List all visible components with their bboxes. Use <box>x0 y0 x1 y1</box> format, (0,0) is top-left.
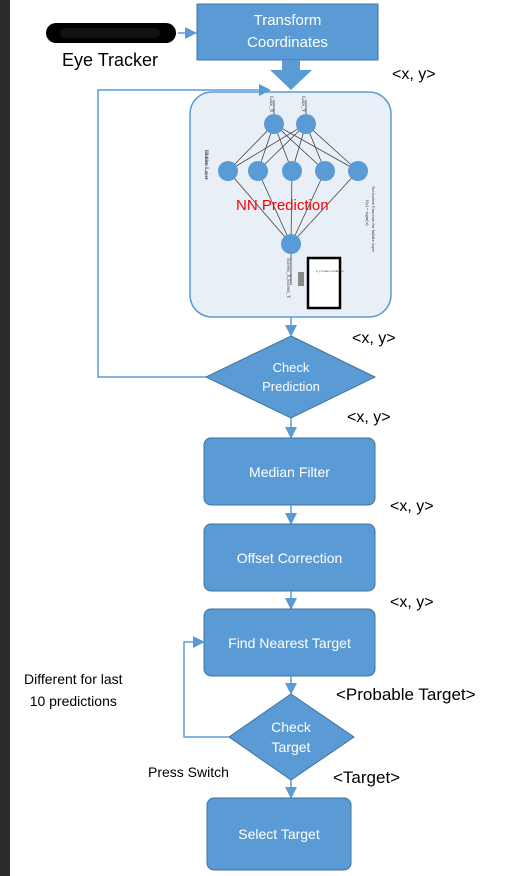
different-label: Different for last 10 predictions <box>24 668 123 712</box>
nn-nodes <box>218 114 368 254</box>
offset-correction-text: Offset Correction <box>236 549 343 566</box>
check-target-text: Check Target <box>246 716 336 758</box>
offset-correction-box <box>203 523 376 592</box>
median-filter-text: Median Filter <box>249 463 330 480</box>
xy-label-2: <x, y> <box>352 330 396 347</box>
input-node <box>264 114 284 134</box>
eye-tracker-icon <box>46 23 176 43</box>
check-prediction-line1: Check <box>272 360 310 375</box>
probable-target-label: <Probable Target> <box>336 685 476 704</box>
activation-label: Activation Function for hidden layer <box>371 186 376 252</box>
different-line1: Different for last <box>24 671 123 687</box>
find-nearest-target-text: Find Nearest Target <box>228 634 351 651</box>
transform-line1: Transform <box>253 12 322 29</box>
xy-label-3: <x, y> <box>347 409 391 426</box>
feedback-loop-prediction <box>97 84 271 378</box>
different-line2: 10 predictions <box>29 693 117 709</box>
hidden-node <box>348 161 368 181</box>
xy-label-5: <x, y> <box>390 594 434 611</box>
select-target-text: Select Target <box>238 826 320 842</box>
xy-label-4: <x, y> <box>390 498 434 515</box>
transform-line2: Coordinates <box>247 34 328 51</box>
block-arrow-down <box>270 60 312 90</box>
input-label-gaze-x: Gaze_X <box>268 96 273 113</box>
check-target-line1: Check <box>271 719 311 735</box>
output-label: Screen_X,Screen_Y <box>285 258 290 299</box>
hidden-node <box>248 161 268 181</box>
output-node <box>281 234 301 254</box>
feedback-loop-target <box>183 636 229 738</box>
target-label: <Target> <box>333 768 401 787</box>
transform-coordinates-box <box>196 3 379 61</box>
nn-prediction-label: NN Prediction <box>236 197 329 214</box>
check-prediction-text: Check Prediction <box>236 356 346 398</box>
press-switch-label: Press Switch <box>148 764 229 780</box>
screen-coordinates-label: x, y screen coordinates <box>316 269 344 274</box>
input-label-gaze-y: Gaze_Y <box>300 96 305 113</box>
screen-icon <box>298 256 342 310</box>
input-node <box>296 114 316 134</box>
transform-box-text: Transform Coordinates <box>197 6 378 58</box>
activation-formula: f(x) = sigm(x) <box>365 200 370 226</box>
select-target-box <box>206 797 352 871</box>
check-target-line2: Target <box>271 739 311 755</box>
hidden-layer-label: Hidden Layer <box>203 150 208 181</box>
hidden-node <box>282 161 302 181</box>
median-filter-box <box>203 437 376 506</box>
eye-tracker-label: Eye Tracker <box>62 50 159 70</box>
hidden-node <box>315 161 335 181</box>
check-prediction-line2: Prediction <box>262 379 320 394</box>
hidden-node <box>218 161 238 181</box>
xy-label-1: <x, y> <box>392 66 436 83</box>
